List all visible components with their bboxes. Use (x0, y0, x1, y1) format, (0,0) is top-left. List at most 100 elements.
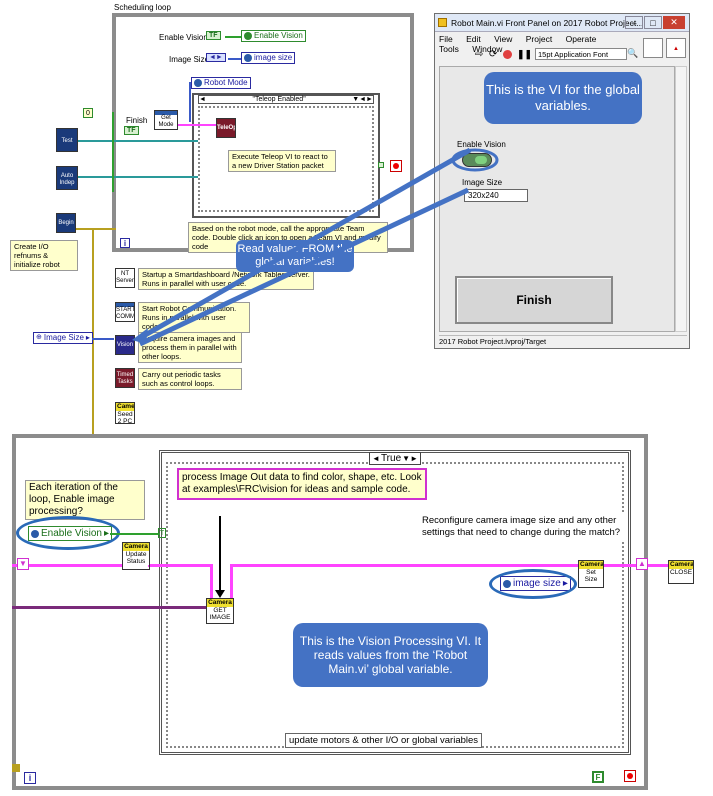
image-size-label: Image Size (169, 55, 210, 64)
menu-file[interactable]: File (439, 34, 453, 44)
menu-tools[interactable]: Tools (439, 44, 459, 54)
menu-edit[interactable]: Edit (466, 34, 481, 44)
image-size-field[interactable]: 320x240 (464, 189, 528, 202)
left-arrow-icon[interactable]: ◄ (199, 96, 206, 103)
camera-head: Camera (207, 599, 233, 607)
robot-mode-global[interactable]: Robot Mode (191, 77, 251, 89)
enable-vision-led[interactable] (462, 153, 492, 167)
dropdown-arrow-icon[interactable]: ▼► (402, 454, 418, 463)
update-note: update motors & other I/O or global vari… (285, 733, 483, 748)
app-icon (438, 18, 447, 27)
enable-vision-global-write[interactable]: Enable Vision (241, 30, 306, 42)
get-mode-vi[interactable]: Get Mode (154, 110, 178, 130)
global-icon (194, 79, 202, 87)
chevron-right-icon: ▸ (85, 333, 90, 342)
context-help-icon[interactable] (643, 38, 663, 58)
bool-constant[interactable]: T (158, 528, 166, 538)
timed-tasks-vi[interactable]: Timed Tasks (115, 368, 135, 388)
start-comm-label: START COMM (116, 307, 135, 320)
shift-register-left: ▼ (17, 558, 29, 570)
wire (78, 176, 198, 178)
stop-icon[interactable] (390, 160, 402, 172)
close-button[interactable]: ✕ (663, 16, 685, 29)
callout-read-values: Read values FROM the global variables! (236, 240, 354, 272)
image-size-global-write[interactable]: image size (241, 52, 296, 64)
search-icon[interactable]: 🔍 (627, 48, 639, 58)
wire (189, 82, 191, 122)
test-vi[interactable]: Test (56, 128, 78, 152)
camera-set-size-vi[interactable]: Camera Set Size (578, 560, 604, 588)
finish-terminal[interactable]: TF (124, 126, 139, 135)
callout-vision-vi: This is the Vision Processing VI. It rea… (293, 623, 488, 687)
camera-body: GET IMAGE (207, 607, 233, 621)
camera-close-vi[interactable]: Camera CLOSE (668, 560, 694, 584)
camera-body: Set Size (579, 569, 603, 583)
camera-head: Camera (116, 403, 135, 411)
menu-view[interactable]: View (494, 34, 513, 44)
image-size-terminal[interactable]: ◄► (206, 53, 226, 62)
window-title: Robot Main.vi Front Panel on 2017 Robot … (451, 18, 644, 28)
dropdown-arrow-icon[interactable]: ▼◄► (352, 96, 373, 103)
global-label: Enable Vision (254, 31, 303, 40)
menu-bar: File Edit View Project Operate Tools Win… (439, 34, 639, 54)
callout-global-vi: This is the VI for the global variables. (484, 72, 642, 124)
pause-icon[interactable]: ❚❚ (517, 49, 533, 59)
status-bar: 2017 Robot Project.lvproj/Target (439, 335, 687, 347)
wire-corner (12, 764, 20, 772)
image-size-global-read[interactable]: ⊕ Image Size ▸ (33, 332, 93, 344)
run-arrow-icon[interactable]: ⇨ (475, 49, 484, 60)
nt-server-vi[interactable]: NT Server (115, 268, 135, 288)
font-select[interactable]: 15pt Application Font (535, 48, 627, 60)
vision-case (159, 450, 631, 755)
menu-window[interactable]: Window (472, 44, 503, 54)
camera-body: Update Status (123, 551, 149, 565)
image-size-value: 320x240 (468, 191, 499, 200)
camera-update-vi[interactable]: Camera Update Status (122, 542, 150, 570)
case-selector-value: "Teleop Enabled" (252, 96, 306, 103)
menu-project[interactable]: Project (525, 34, 553, 44)
global-icon (244, 32, 252, 40)
begin-label: Begin (58, 220, 74, 226)
global-icon: ⊕ (36, 334, 42, 341)
wire (228, 58, 241, 60)
scrollbar-vertical[interactable] (675, 66, 687, 332)
menu-operate[interactable]: Operate (565, 34, 597, 44)
scheduling-loop-label: Scheduling loop (114, 3, 171, 12)
abort-icon[interactable] (503, 50, 512, 59)
begin-note: Create I/O refnums & initialize robot (10, 240, 78, 271)
image-wire (148, 564, 212, 567)
finish-button[interactable]: Finish (455, 276, 613, 324)
maximize-button[interactable]: □ (644, 16, 662, 29)
stop-terminal[interactable]: F (592, 771, 604, 783)
left-arrow-icon[interactable]: ◄ (372, 454, 380, 463)
image-wire (12, 564, 122, 567)
teleop-note: Execute Teleop VI to react to a new Driv… (228, 150, 336, 172)
begin-vi[interactable]: Begin (56, 213, 76, 233)
loop-stop-icon[interactable] (624, 770, 636, 782)
autonomous-vi[interactable]: Auto Indep (56, 166, 78, 190)
wire (178, 124, 216, 126)
image-size-label: Image Size (462, 178, 503, 187)
vision-case-selector[interactable]: ◄ True ▼► (369, 452, 421, 465)
teleop-vi[interactable]: TeleOp (216, 118, 236, 138)
camera-head: Camera (579, 561, 604, 569)
wire (112, 112, 114, 192)
zero-constant[interactable]: 0 (83, 108, 93, 118)
camera-vi-small[interactable]: Camera Seed 2 PC (115, 402, 135, 424)
finish-button-label: Finish (516, 293, 552, 307)
vision-loop (12, 434, 648, 790)
minimize-button[interactable]: – (625, 16, 643, 29)
font-select-value: 15pt Application Font (538, 50, 609, 59)
image-wire (230, 564, 233, 600)
test-label: Test (61, 138, 73, 144)
camera-get-image-vi[interactable]: Camera GET IMAGE (206, 598, 234, 624)
enable-vision-terminal[interactable]: TF (206, 31, 221, 40)
wire (225, 36, 241, 38)
camera-head: Camera (123, 543, 149, 551)
enable-vision-label: Enable Vision (159, 33, 208, 42)
case-selector[interactable]: ◄ "Teleop Enabled" ▼◄► (198, 95, 374, 104)
vision-vi[interactable]: Vision (115, 335, 135, 355)
wire (78, 140, 198, 142)
run-continuous-icon[interactable]: ⟳ (489, 49, 498, 60)
start-comm-vi[interactable]: START COMM (115, 302, 135, 322)
